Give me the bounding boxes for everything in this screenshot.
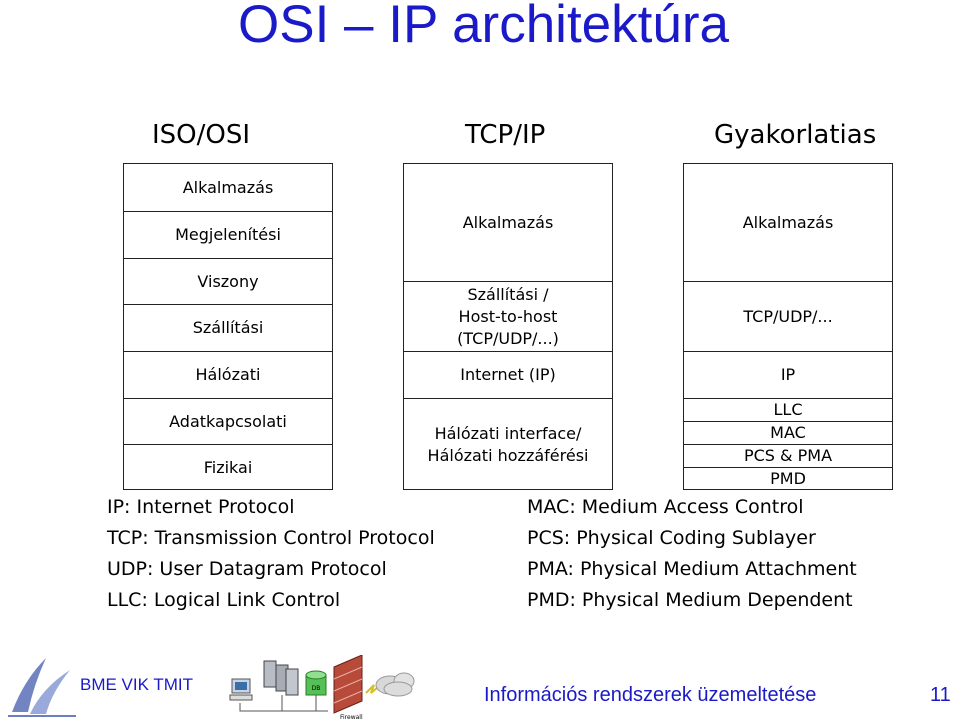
firewall-icon: Firewall — [333, 654, 363, 721]
practical-layer-pmd: PMD — [684, 467, 892, 490]
osi-layer-session: Viszony — [124, 258, 332, 304]
tcpip-layer-transport: Szállítási / Host-to-host (TCP/UDP/...) — [404, 281, 612, 351]
legend-item-tcp: TCP: Transmission Control Protocol — [107, 527, 435, 549]
network-illustration: DB Firewall — [228, 654, 418, 721]
tcpip-layer-network-access: Hálózati interface/ Hálózati hozzáférési — [404, 398, 612, 490]
practical-layer-ip: IP — [684, 351, 892, 398]
legend-left: IP: Internet Protocol TCP: Transmission … — [107, 492, 435, 616]
column-header-practical: Gyakorlatias — [714, 120, 877, 150]
firewall-label: Firewall — [340, 714, 363, 721]
osi-layer-application: Alkalmazás — [182, 177, 274, 197]
legend-item-ip: IP: Internet Protocol — [107, 496, 295, 518]
tcp-ip-stack: Alkalmazás Szállítási / Host-to-host (TC… — [403, 163, 613, 490]
footer-org-name: BME VIK TMIT — [80, 675, 194, 694]
server-icon — [263, 660, 299, 696]
osi-layer-network: Hálózati — [124, 351, 332, 398]
cloud-icon — [375, 672, 415, 697]
iso-osi-stack: Alkalmazás Megjelenítési Viszony Szállít… — [123, 163, 333, 490]
legend-item-udp: UDP: User Datagram Protocol — [107, 558, 387, 580]
lightning-icon — [365, 684, 379, 694]
footer-course-title: Információs rendszerek üzemeltetése — [484, 684, 817, 706]
page-number: 11 — [930, 684, 951, 706]
legend-right: MAC: Medium Access Control PCS: Physical… — [527, 492, 857, 616]
legend-item-pcs: PCS: Physical Coding Sublayer — [527, 527, 816, 549]
practical-layer-llc: LLC — [684, 398, 892, 421]
legend-item-pmd: PMD: Physical Medium Dependent — [527, 589, 853, 611]
practical-layer-mac: MAC — [684, 421, 892, 444]
osi-layer-data-link: Adatkapcsolati — [124, 398, 332, 444]
osi-layer-transport: Szállítási — [124, 304, 332, 351]
practical-layer-application: Alkalmazás — [742, 212, 834, 232]
practical-layer-transport: TCP/UDP/... — [684, 281, 892, 351]
practical-layer-pcs-pma: PCS & PMA — [684, 444, 892, 467]
computer-icon — [229, 678, 253, 701]
tcpip-layer-application: Alkalmazás — [462, 212, 554, 232]
database-icon: DB — [305, 670, 327, 696]
tcpip-layer-internet: Internet (IP) — [404, 351, 612, 398]
practical-stack: Alkalmazás TCP/UDP/... IP LLC MAC PCS & … — [683, 163, 893, 490]
db-label: DB — [312, 685, 321, 692]
legend-item-pma: PMA: Physical Medium Attachment — [527, 558, 857, 580]
bme-logo-icon — [6, 650, 78, 720]
slide-title: OSI – IP architektúra — [238, 0, 729, 54]
osi-layer-presentation: Megjelenítési — [124, 211, 332, 258]
column-header-iso-osi: ISO/OSI — [152, 120, 251, 150]
legend-item-llc: LLC: Logical Link Control — [107, 589, 341, 611]
column-header-tcp-ip: TCP/IP — [465, 120, 546, 150]
legend-item-mac: MAC: Medium Access Control — [527, 496, 804, 518]
osi-layer-physical: Fizikai — [124, 444, 332, 490]
